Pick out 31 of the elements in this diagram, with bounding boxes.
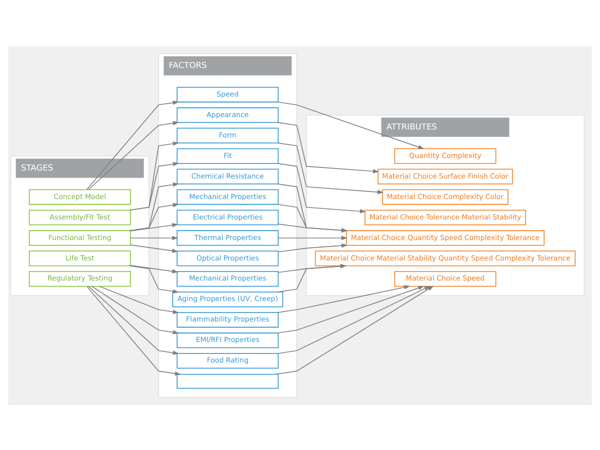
arrow <box>278 264 347 272</box>
arrow <box>129 264 180 293</box>
arrow <box>277 285 424 333</box>
arrow <box>91 285 180 334</box>
arrow <box>86 100 180 190</box>
arrow <box>277 101 424 149</box>
arrow <box>130 264 178 273</box>
arrow <box>86 286 182 376</box>
arrow <box>129 182 180 231</box>
arrow <box>88 285 180 354</box>
arrow <box>129 202 180 231</box>
node-box <box>176 373 279 388</box>
arrow <box>130 222 178 231</box>
arrow <box>275 285 434 374</box>
arrow <box>278 242 348 252</box>
arrow <box>277 264 347 292</box>
arrow <box>278 223 348 232</box>
arrow <box>98 285 180 314</box>
arrow <box>129 162 180 210</box>
arrow <box>277 183 348 232</box>
arrow <box>130 244 178 252</box>
arrow <box>278 235 348 240</box>
arrow <box>277 142 384 194</box>
arrow <box>277 285 430 354</box>
arrow <box>277 162 366 213</box>
arrow <box>277 203 348 232</box>
arrow <box>129 141 180 210</box>
arrow <box>88 120 180 190</box>
arrow <box>277 284 410 312</box>
arrow <box>130 235 178 240</box>
arrow <box>277 122 380 173</box>
